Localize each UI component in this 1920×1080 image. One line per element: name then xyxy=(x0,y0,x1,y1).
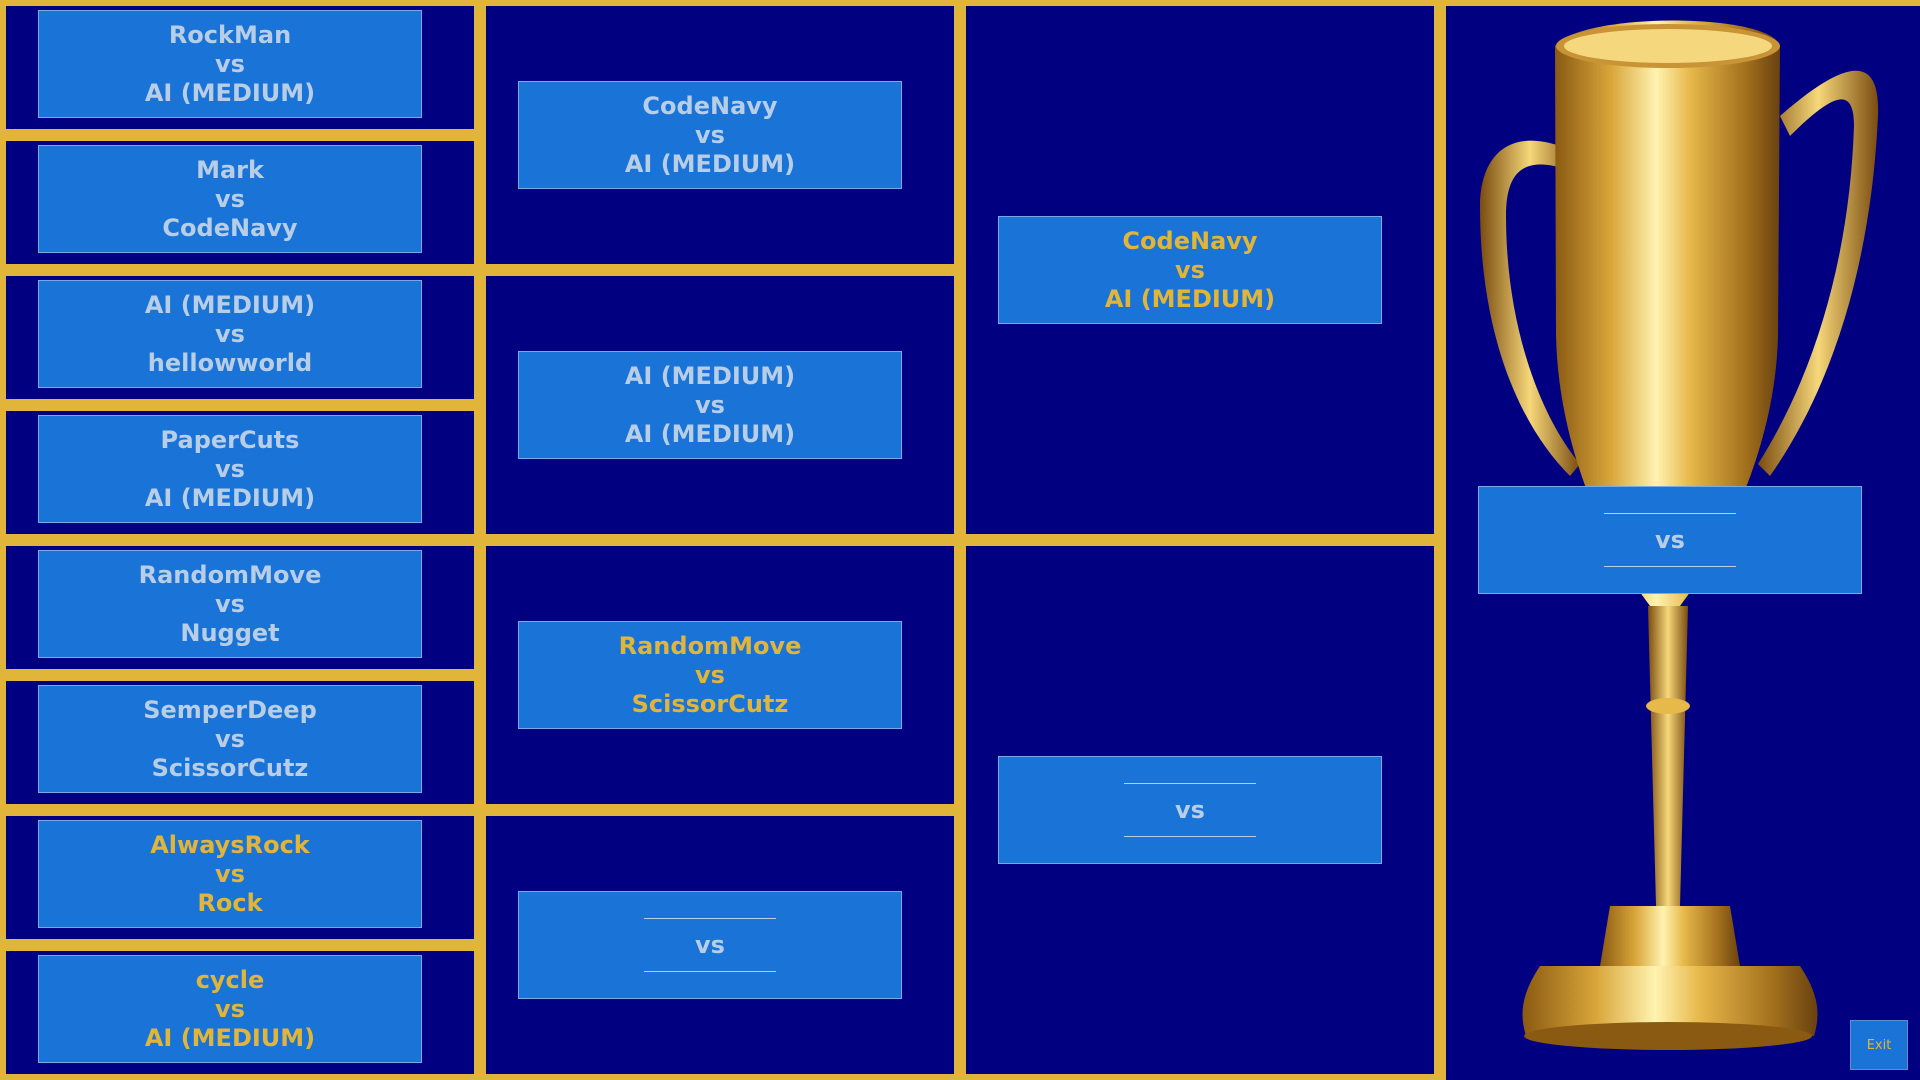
player-two: AI (MEDIUM) xyxy=(144,1023,316,1052)
vs-label: vs xyxy=(695,931,725,959)
round1-match-7[interactable]: AlwaysRock vs Rock xyxy=(38,820,422,928)
vs-label: vs xyxy=(215,724,245,753)
round2-match-4[interactable]: vs xyxy=(518,891,902,999)
vs-label: vs xyxy=(695,120,725,149)
vs-label: vs xyxy=(695,660,725,689)
round1-match-1[interactable]: RockMan vs AI (MEDIUM) xyxy=(38,10,422,118)
vs-label: vs xyxy=(1175,255,1205,284)
round2-match-3[interactable]: RandomMove vs ScissorCutz xyxy=(518,621,902,729)
round1-match-4[interactable]: PaperCuts vs AI (MEDIUM) xyxy=(38,415,422,523)
round1-match-8[interactable]: cycle vs AI (MEDIUM) xyxy=(38,955,422,1063)
vs-label: vs xyxy=(215,319,245,348)
vs-label: vs xyxy=(215,454,245,483)
player-two: hellowworld xyxy=(147,348,313,377)
player-one-blank xyxy=(644,918,776,919)
player-one: SemperDeep xyxy=(143,695,317,724)
vs-label: vs xyxy=(695,390,725,419)
vs-label: vs xyxy=(215,184,245,213)
player-one: CodeNavy xyxy=(1122,226,1258,255)
player-one: AlwaysRock xyxy=(150,830,310,859)
round1-match-6[interactable]: SemperDeep vs ScissorCutz xyxy=(38,685,422,793)
player-one: AI (MEDIUM) xyxy=(624,361,796,390)
round1-match-2[interactable]: Mark vs CodeNavy xyxy=(38,145,422,253)
round1-match-5[interactable]: RandomMove vs Nugget xyxy=(38,550,422,658)
round3-match-2[interactable]: vs xyxy=(998,756,1382,864)
player-two-blank xyxy=(644,971,776,972)
player-one: RandomMove xyxy=(138,560,322,589)
vs-label: vs xyxy=(215,994,245,1023)
vs-label: vs xyxy=(1175,796,1205,824)
round3-match-1[interactable]: CodeNavy vs AI (MEDIUM) xyxy=(998,216,1382,324)
trophy-icon xyxy=(1480,20,1879,1050)
player-two: ScissorCutz xyxy=(151,753,309,782)
final-match[interactable]: vs xyxy=(1478,486,1862,594)
player-two: ScissorCutz xyxy=(631,689,789,718)
round2-match-1[interactable]: CodeNavy vs AI (MEDIUM) xyxy=(518,81,902,189)
player-one: RandomMove xyxy=(618,631,802,660)
player-two-blank xyxy=(1124,836,1256,837)
round2-match-2[interactable]: AI (MEDIUM) vs AI (MEDIUM) xyxy=(518,351,902,459)
round1-match-3[interactable]: AI (MEDIUM) vs hellowworld xyxy=(38,280,422,388)
player-two: AI (MEDIUM) xyxy=(624,149,796,178)
player-one: cycle xyxy=(195,965,265,994)
player-one: RockMan xyxy=(168,20,292,49)
player-two: Rock xyxy=(197,888,263,917)
player-two: Nugget xyxy=(180,618,280,647)
player-two-blank xyxy=(1604,566,1736,567)
player-one-blank xyxy=(1604,513,1736,514)
exit-button[interactable]: Exit xyxy=(1850,1020,1908,1070)
player-one: PaperCuts xyxy=(160,425,300,454)
player-one: CodeNavy xyxy=(642,91,778,120)
vs-label: vs xyxy=(215,49,245,78)
player-one: AI (MEDIUM) xyxy=(144,290,316,319)
vs-label: vs xyxy=(215,589,245,618)
player-two: CodeNavy xyxy=(162,213,298,242)
player-one: Mark xyxy=(196,155,264,184)
vs-label: vs xyxy=(215,859,245,888)
player-two: AI (MEDIUM) xyxy=(1104,284,1276,313)
player-one-blank xyxy=(1124,783,1256,784)
player-two: AI (MEDIUM) xyxy=(144,483,316,512)
player-two: AI (MEDIUM) xyxy=(144,78,316,107)
vs-label: vs xyxy=(1655,526,1685,554)
player-two: AI (MEDIUM) xyxy=(624,419,796,448)
